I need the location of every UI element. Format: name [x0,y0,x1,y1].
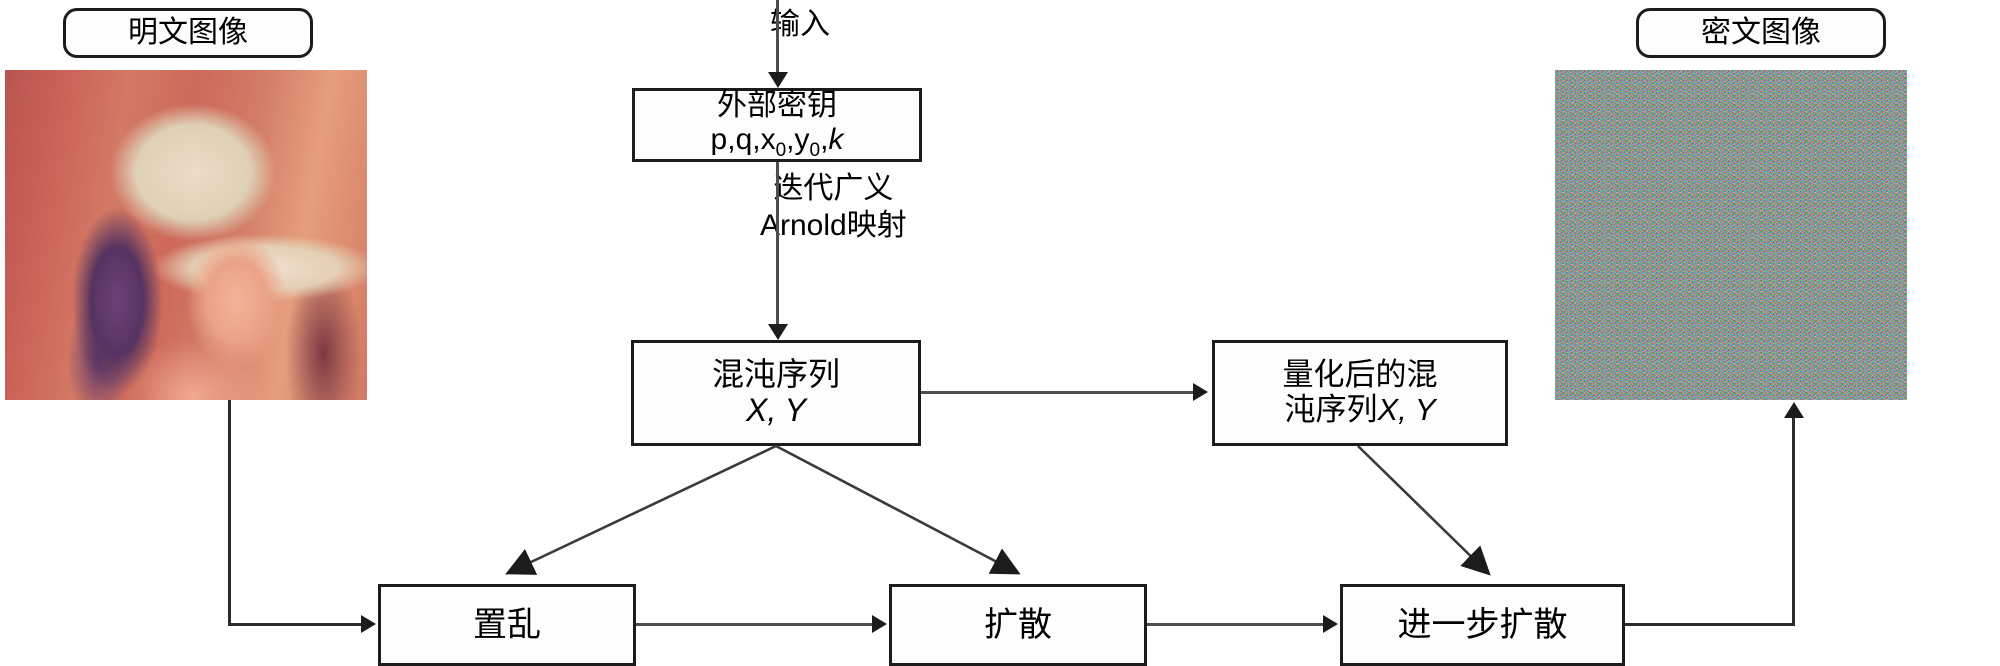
lena-plaintext-image [5,70,367,400]
external-key-label-line1: 外部密钥 [717,89,837,123]
ciphertext-image-title-box: 密文图像 [1636,8,1886,58]
ciphertext-image-panel [1555,70,1907,400]
connector-scramble-to-diffuse [636,623,872,626]
edge-label-input: 输入 [770,8,830,41]
edge-label-iterate-arnold: 迭代广义 Arnold映射 [760,172,907,242]
plaintext-image-title-label: 明文图像 [128,16,248,50]
diffuse-label: 扩散 [984,605,1052,644]
diffuse-box: 扩散 [889,584,1147,666]
arrow-image-to-scramble [361,615,376,633]
external-key-parameters: p,q,x0,y0,k [711,123,844,161]
key-param-sub-x0: 0 [775,139,787,161]
further-diffuse-label: 进一步扩散 [1397,605,1568,644]
quantized-sequence-variables: X, Y [1377,392,1436,427]
scramble-box: 置乱 [378,584,636,666]
quantized-sequence-label-line2: 沌序列X, Y [1284,392,1436,428]
connector-chaotic-to-diffuse [775,444,1021,575]
key-param-comma: , [820,122,829,156]
connector-image-to-scramble-horizontal [228,623,361,626]
edge-label-iterate-line2: Arnold映射 [760,209,907,242]
plaintext-image-panel [5,70,367,400]
connector-chaotic-to-scramble [505,444,777,575]
chaotic-sequence-label-line1: 混沌序列 [711,356,840,393]
key-param-comma-y: ,y [786,122,810,156]
connector-diffuse-to-further [1147,623,1323,626]
arrow-key-to-chaotic [768,324,788,340]
connector-image-to-scramble-vertical [228,400,231,625]
arrow-chaotic-to-quantized [1193,383,1208,401]
scramble-label: 置乱 [473,605,541,644]
external-key-box: 外部密钥 p,q,x0,y0,k [632,88,922,162]
key-param-pqx: p,q,x [710,122,776,156]
plaintext-image-title-box: 明文图像 [63,8,313,58]
connector-further-to-cipher-vertical [1792,418,1795,626]
chaotic-sequence-variables: X, Y [746,392,806,428]
connector-quantized-to-further-diffuse [1357,445,1491,576]
ciphertext-image-title-label: 密文图像 [1701,16,1821,50]
arrow-input-to-key [768,72,788,88]
quantized-sequence-label-line1: 量化后的混 [1282,357,1438,393]
quantized-sequence-box: 量化后的混 沌序列X, Y [1212,340,1508,446]
arrow-scramble-to-diffuse [872,615,887,633]
chaotic-sequence-box: 混沌序列 X, Y [631,340,921,446]
edge-label-iterate-line1: 迭代广义 [773,172,894,205]
connector-further-to-cipher-horizontal [1625,623,1795,626]
arrow-further-to-cipher [1784,402,1804,418]
connector-input-to-key [776,0,779,72]
key-param-sub-y0: 0 [809,139,821,161]
quantized-sequence-label-line2-cn: 沌序列 [1284,392,1378,427]
further-diffuse-box: 进一步扩散 [1340,584,1625,666]
key-param-k: k [828,122,844,156]
connector-chaotic-to-quantized [921,391,1193,394]
encrypted-noise-image [1555,70,1907,400]
arrow-diffuse-to-further [1323,615,1338,633]
connector-key-to-chaotic [776,162,779,324]
